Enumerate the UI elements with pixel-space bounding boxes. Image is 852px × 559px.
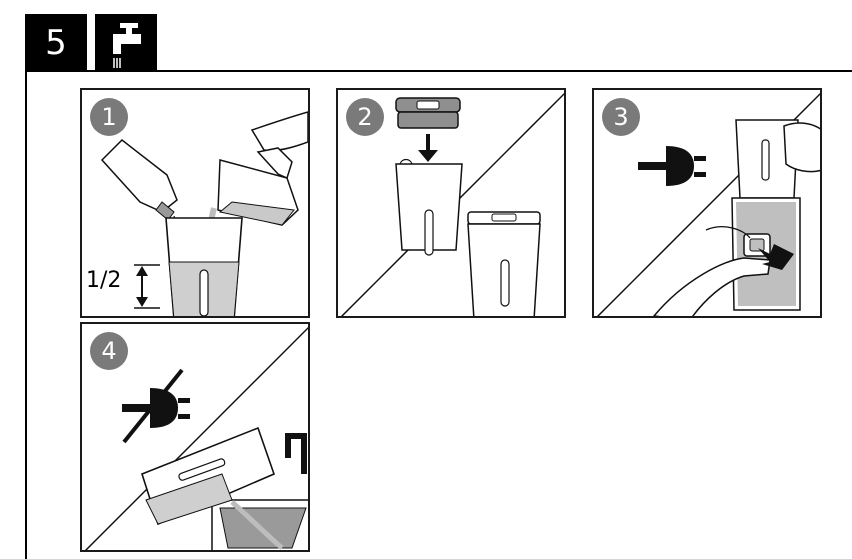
header-rule — [25, 70, 852, 72]
plug-icon — [638, 146, 706, 186]
unplugged-icon — [122, 370, 190, 442]
step-panel-2: 2 — [336, 88, 566, 318]
step-panel-4: 4 — [80, 322, 310, 552]
step-panel-1: 1 1/2 — [80, 88, 310, 318]
section-number: 5 — [45, 23, 67, 63]
step-panel-3: 3 — [592, 88, 822, 318]
fill-level-label: 1/2 — [86, 268, 121, 293]
step-number-badge: 3 — [602, 98, 640, 136]
side-rule — [25, 70, 27, 559]
water-tap-icon — [95, 14, 157, 72]
step-number-badge: 4 — [90, 332, 128, 370]
step-number-badge: 1 — [90, 98, 128, 136]
section-number-badge: 5 — [25, 14, 87, 72]
step-number-badge: 2 — [346, 98, 384, 136]
